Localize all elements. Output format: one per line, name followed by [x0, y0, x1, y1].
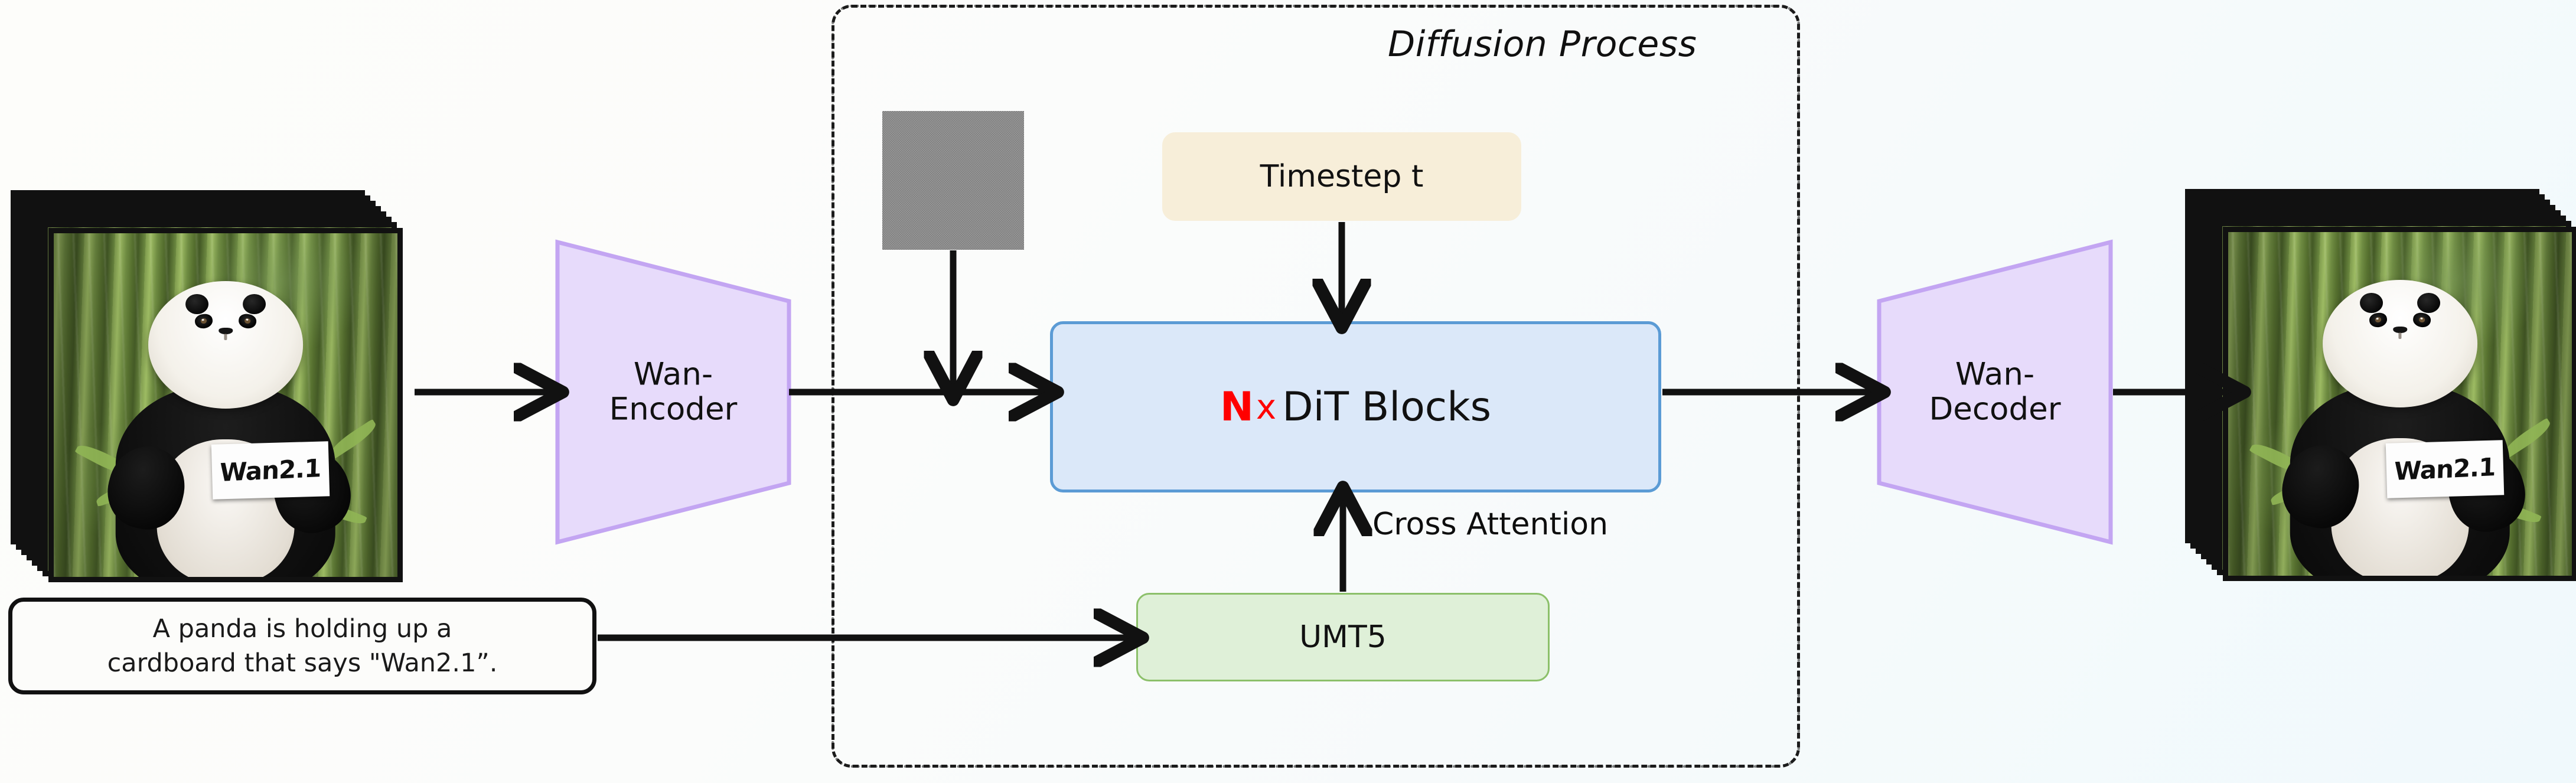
dit-count-symbol: N	[1220, 383, 1254, 430]
gaussian-noise-latent	[882, 111, 1024, 250]
timestep-block[interactable]: Timestep t	[1162, 132, 1521, 221]
prompt-line-1: A panda is holding up a	[152, 614, 452, 644]
umt5-label: UMT5	[1299, 619, 1387, 655]
diffusion-process-label: Diffusion Process	[1388, 24, 1697, 65]
video-frame-front: Wan2.1	[2223, 227, 2576, 581]
dit-multiply-symbol: x	[1256, 387, 1277, 427]
cross-attention-label: Cross Attention	[1372, 507, 1609, 542]
prompt-line-2: cardboard that says "Wan2.1”.	[107, 648, 498, 678]
prompt-text-box[interactable]: A panda is holding up a cardboard that s…	[8, 598, 596, 694]
diffusion-process-container	[832, 5, 1800, 768]
trapezoid-icon	[1877, 239, 2113, 545]
output-video-frames: Wan2.1	[2185, 189, 2576, 581]
trapezoid-icon	[555, 239, 791, 545]
dit-blocks-label: DiT Blocks	[1282, 383, 1491, 430]
input-video-frames: Wan2.1	[11, 190, 403, 582]
timestep-label: Timestep t	[1260, 159, 1424, 194]
dit-blocks-block[interactable]: N x DiT Blocks	[1050, 321, 1661, 492]
video-frame-front: Wan2.1	[48, 228, 403, 582]
